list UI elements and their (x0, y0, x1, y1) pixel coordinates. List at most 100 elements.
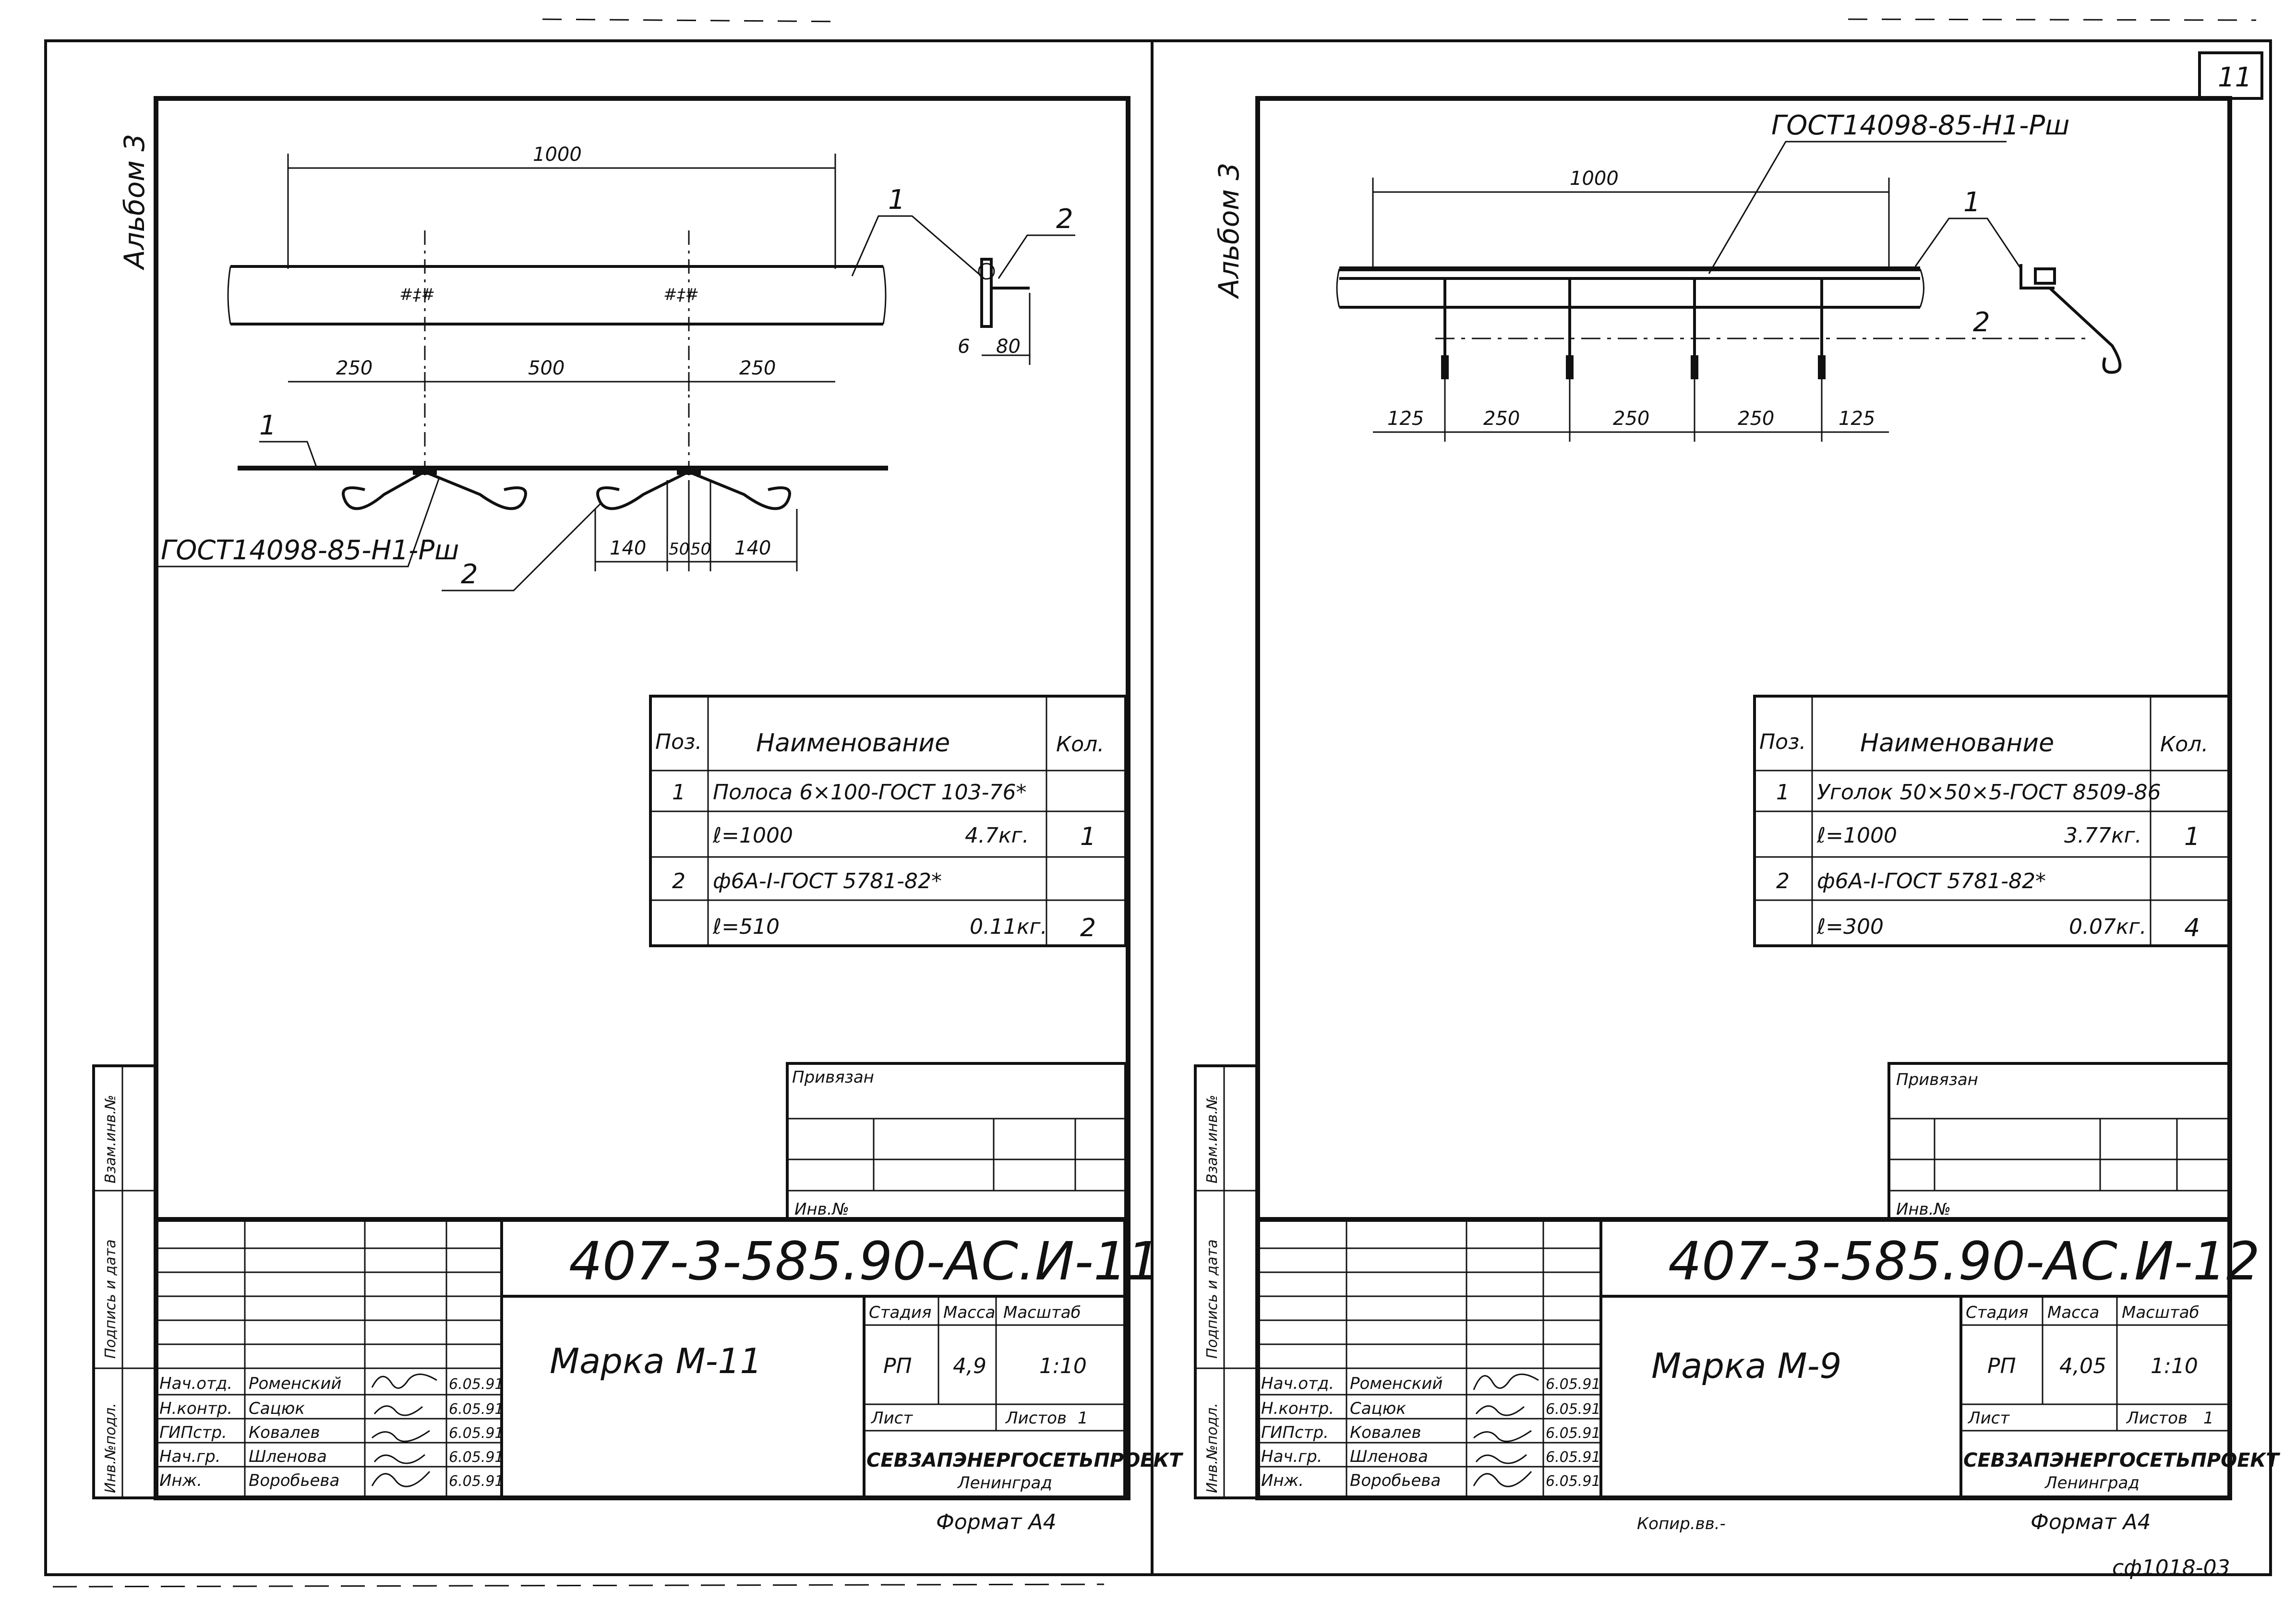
drawing-m9: 1000 ГОСТ14098-85-Н1-Рш 125 250 250 250 … (1336, 110, 2122, 442)
sig-l-role-4: Нач.гр. (159, 1447, 221, 1466)
org-right: СЕВЗАПЭНЕРГОСЕТЬПРОЕКТ (1963, 1449, 2280, 1471)
sheet-label-left: Лист (870, 1409, 913, 1428)
sig-r-role-5: Инж. (1261, 1471, 1304, 1490)
dim-140-b: 140 (734, 537, 771, 559)
sig-r-role-4: Нач.гр. (1261, 1447, 1322, 1466)
spec-right-r3-name: ф6А-I-ГОСТ 5781-82* (1817, 869, 2046, 893)
stage-label-right: Стадия (1966, 1303, 2028, 1322)
dim-overall-r: 1000 (1570, 168, 1619, 190)
sig-l-name-2: Сацюк (249, 1399, 305, 1418)
mass-left: 4,9 (953, 1354, 986, 1378)
page-number: 11 (2218, 62, 2252, 93)
callout-1-top: 1 (888, 184, 905, 216)
mass-right: 4,05 (2059, 1354, 2106, 1378)
sig-l-name-4: Шленова (249, 1447, 327, 1466)
sig-r-date-3: 6.05.91 (1546, 1425, 1601, 1442)
sig-r-date-5: 6.05.91 (1546, 1473, 1601, 1490)
dim-overall: 1000 (533, 144, 582, 166)
album-label-right: Альбом 3 (1213, 163, 1245, 300)
stage-right: РП (1987, 1354, 2016, 1378)
weld-note-right: ГОСТ14098-85-Н1-Рш (1771, 110, 2069, 141)
mass-label-right: Масса (2047, 1303, 2099, 1322)
sheets-count-left: 1 (1078, 1409, 1088, 1428)
dim-250-2: 250 (1613, 408, 1649, 430)
side-strip-right: Взам.инв.№ Подпись и дата Инв.№подл. (1194, 1064, 1259, 1499)
privyazan-right: Привязан Инв.№ (1887, 1062, 2231, 1221)
sig-l-role-5: Инж. (159, 1471, 202, 1490)
scale-right: 1:10 (2151, 1354, 2198, 1378)
spec-right-r2-qty: 1 (2184, 822, 2200, 851)
side-right-label-2: Подпись и дата (1204, 1240, 1221, 1359)
spec-left-r3-pos: 2 (672, 869, 685, 893)
sheet-right-border (1151, 39, 2272, 1576)
dim-250-3: 250 (1738, 408, 1774, 430)
sig-l-name-3: Ковалев (249, 1423, 320, 1442)
spec-left-r4-qty: 2 (1080, 914, 1096, 942)
privyazan-left: Привязан Инв.№ (786, 1062, 1127, 1221)
callout-1-side: 1 (259, 410, 276, 441)
sig-r-role-3: ГИПстр. (1261, 1423, 1329, 1442)
dim-250-a: 250 (336, 357, 373, 379)
stage-label-left: Стадия (869, 1303, 931, 1322)
org-left: СЕВЗАПЭНЕРГОСЕТЬПРОЕКТ (866, 1449, 1183, 1471)
title-block-right: Нач.отд. Роменский 6.05.91 Н.контр. Сацю… (1255, 1217, 2280, 1500)
dim-125-b: 125 (1839, 408, 1875, 430)
spec-left-r1-pos: 1 (672, 780, 685, 805)
side-left-label-1: Взам.инв.№ (102, 1095, 119, 1183)
sheets-label-left: Листов (1005, 1409, 1067, 1428)
spec-left-r2-mass: 4.7кг. (965, 823, 1029, 848)
inv-right-label: Инв.№ (1896, 1200, 1951, 1219)
sig-l-date-4: 6.05.91 (449, 1449, 504, 1466)
svg-text:#‡#: #‡# (399, 285, 435, 304)
weld-note-left: ГОСТ14098-85-Н1-Рш (161, 535, 459, 566)
sig-l-date-2: 6.05.91 (449, 1401, 504, 1418)
privyazan-left-label: Привязан (792, 1068, 874, 1087)
format-right: Формат А4 (2031, 1510, 2151, 1534)
code-left: 407-3-585.90-АС.И-11 (569, 1230, 1161, 1292)
spec-right-r1-pos: 1 (1776, 780, 1790, 805)
mass-label-left: Масса (943, 1303, 995, 1322)
dim-6: 6 (958, 336, 970, 358)
city-right: Ленинград (2044, 1473, 2140, 1493)
spec-left-r2-qty: 1 (1080, 822, 1096, 851)
dim-80: 80 (996, 336, 1021, 358)
spec-left-r3-name: ф6А-I-ГОСТ 5781-82* (713, 869, 942, 893)
code-right: 407-3-585.90-АС.И-12 (1668, 1230, 2260, 1292)
sig-l-role-1: Нач.отд. (159, 1374, 232, 1393)
title-right: Марка М-9 (1651, 1346, 1841, 1386)
side-right-label-1: Взам.инв.№ (1204, 1095, 1221, 1183)
sig-l-date-5: 6.05.91 (449, 1473, 504, 1490)
spec-right-r4-qty: 4 (2184, 914, 2200, 942)
city-left: Ленинград (957, 1473, 1052, 1493)
spec-left-r4-mass: 0.11кг. (970, 915, 1047, 939)
dim-50-a: 50 (669, 540, 689, 559)
sig-l-name-5: Воробьева (249, 1471, 339, 1490)
dim-250-b: 250 (739, 357, 776, 379)
format-left: Формат А4 (936, 1510, 1057, 1534)
spec-right-header-qty: Кол. (2160, 732, 2208, 757)
spec-left-header-pos: Поз. (655, 730, 702, 754)
callout-2-top: 2 (1056, 204, 1073, 235)
svg-text:#‡#: #‡# (663, 285, 699, 304)
drawing-m11: 1000 #‡# #‡# 250 500 250 1 2 6 80 1 (158, 144, 1075, 591)
bottom-code: сф1018-03 (2112, 1556, 2230, 1580)
title-block-left: Нач.отд. Роменский 6.05.91 Н.контр. Сацю… (154, 1217, 1183, 1500)
sheets-label-right: Листов (2126, 1409, 2188, 1428)
sig-r-name-2: Сацюк (1350, 1399, 1406, 1418)
dim-250-1: 250 (1483, 408, 1520, 430)
spec-right-header-pos: Поз. (1759, 730, 1806, 754)
side-strip-left: Взам.инв.№ Подпись и дата Инв.№подл. (92, 1064, 157, 1499)
dim-125-a: 125 (1387, 408, 1424, 430)
scale-label-right: Масштаб (2122, 1303, 2200, 1322)
spec-right-r1-name: Уголок 50×50×5-ГОСТ 8509-86 (1817, 780, 2161, 805)
sheets-count-right: 1 (2203, 1409, 2214, 1428)
callout-1-r: 1 (1963, 187, 1981, 218)
dim-50-b: 50 (690, 540, 711, 559)
copy-note: Копир.вв.- (1637, 1514, 1726, 1533)
sig-r-date-2: 6.05.91 (1546, 1401, 1601, 1418)
title-left: Марка М-11 (550, 1341, 762, 1381)
side-right-label-3: Инв.№подл. (1204, 1403, 1221, 1493)
callout-2-side: 2 (461, 559, 478, 590)
privyazan-right-label: Привязан (1896, 1070, 1978, 1089)
